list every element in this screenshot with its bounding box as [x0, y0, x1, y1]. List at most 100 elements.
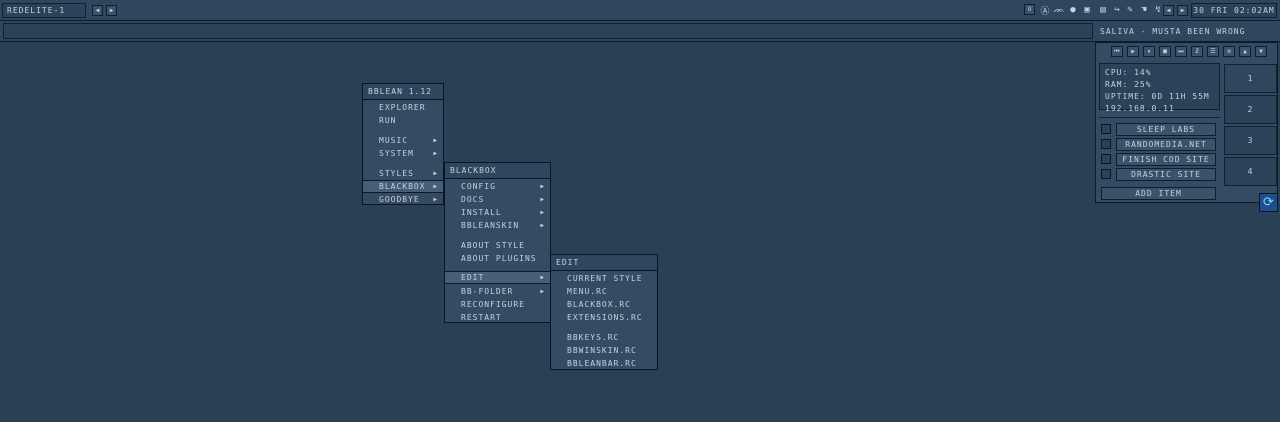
tray-monitor-icon[interactable]: ▤: [1100, 5, 1106, 15]
task-checkbox[interactable]: [1101, 139, 1111, 149]
task-item[interactable]: randomedia.net: [1116, 138, 1216, 151]
down-arrow-icon: ▼: [1259, 48, 1263, 55]
submenu-arrow-icon: ▶: [540, 196, 544, 203]
menu-item-extensions-rc[interactable]: extensions.rc: [567, 313, 643, 322]
menu-item-bb-folder[interactable]: BB-Folder▶: [445, 285, 550, 298]
menu-item-current-style[interactable]: Current Style: [567, 274, 643, 283]
menu-item-label: Edit: [461, 273, 485, 282]
menu-item-bbleanskin[interactable]: bbLeanSkin▶: [445, 219, 550, 232]
menu-item-blackbox[interactable]: Blackbox ▶: [363, 180, 443, 193]
task-checkbox[interactable]: [1101, 154, 1111, 164]
menu-item-label: Config: [461, 182, 496, 191]
shuffle-icon: ƶ: [1195, 48, 1199, 55]
menu-title: Edit: [551, 255, 657, 271]
gear-icon: ⚙: [1227, 48, 1231, 55]
menu-item-system[interactable]: System▶: [363, 147, 443, 160]
workspace-label[interactable]: RedElite-1: [2, 3, 86, 18]
task-checkbox[interactable]: [1101, 124, 1111, 134]
menu-title: bbLean 1.12: [363, 84, 443, 100]
task-item[interactable]: Finish COD site: [1116, 153, 1216, 166]
menu-item-restart[interactable]: Restart: [461, 313, 502, 322]
menu-item-config[interactable]: Config▶: [445, 180, 550, 193]
right-arrow-icon: ▶: [109, 7, 114, 14]
left-arrow-icon: ◀: [1166, 7, 1171, 14]
menu-item-edit[interactable]: Edit ▶: [445, 271, 550, 284]
refresh-icon[interactable]: ⟳: [1259, 193, 1278, 212]
menu-item-label: Music: [379, 136, 409, 145]
media-playlist-button[interactable]: ☰: [1207, 46, 1219, 57]
submenu-arrow-icon: ▶: [540, 222, 544, 229]
menu-item-bbkeys-rc[interactable]: bbkeys.rc: [567, 333, 620, 342]
workspace-2[interactable]: 2: [1224, 95, 1277, 124]
media-settings-button[interactable]: ⚙: [1223, 46, 1235, 57]
menu-item-install[interactable]: Install▶: [445, 206, 550, 219]
menu-item-label: Blackbox: [379, 182, 426, 191]
menu-item-reconfigure[interactable]: Reconfigure: [461, 300, 525, 309]
media-prev-icon: ⏮: [1114, 47, 1120, 55]
menu-item-bbwinskin-rc[interactable]: bbwinskin.rc: [567, 346, 637, 355]
volume-down-button[interactable]: ▼: [1255, 46, 1267, 57]
menu-item-menu-rc[interactable]: menu.rc: [567, 287, 608, 296]
menu-item-about-style[interactable]: About Style: [461, 241, 525, 250]
up-arrow-icon: ▲: [1243, 48, 1247, 55]
top-toolbar: RedElite-1 ◀ ▶ o Ⓐ ᨏ ● ▣ ▤ ↪ ✎ ☚ ↯ ◀ ▶ 3…: [0, 0, 1280, 21]
now-playing-label: Saliva - Musta Been Wrong: [1100, 26, 1246, 36]
submenu-arrow-icon: ▶: [433, 196, 437, 203]
system-monitor: CPU: 14% RAM: 25% Uptime: 0d 11h 55m 192…: [1099, 63, 1220, 113]
menu-item-run[interactable]: Run: [379, 116, 397, 125]
tray-arrow-icon[interactable]: ↯: [1155, 5, 1161, 15]
menu-title: Blackbox: [445, 163, 550, 179]
left-arrow-icon: ◀: [95, 7, 100, 14]
menu-item-about-plugins[interactable]: About Plugins: [461, 254, 537, 263]
menu-item-explorer[interactable]: Explorer: [379, 103, 426, 112]
tray-logo-icon[interactable]: Ⓐ: [1040, 6, 1050, 17]
submenu-arrow-icon: ▶: [433, 137, 437, 144]
tray-moon-icon[interactable]: ●: [1070, 5, 1076, 15]
submenu-arrow-icon: ▶: [433, 170, 437, 177]
media-stop-button[interactable]: ■: [1159, 46, 1171, 57]
add-item-button[interactable]: Add Item: [1101, 187, 1216, 200]
menu-item-blackbox-rc[interactable]: blackbox.rc: [567, 300, 631, 309]
submenu-arrow-icon: ▶: [540, 209, 544, 216]
tray-window-icon[interactable]: ▣: [1084, 5, 1090, 15]
task-checkbox[interactable]: [1101, 169, 1111, 179]
tray-pen-icon[interactable]: ✎: [1127, 5, 1133, 15]
menu-item-styles[interactable]: Styles▶: [363, 167, 443, 180]
clock[interactable]: 30 Fri 02:02am: [1191, 3, 1277, 18]
next-task-button[interactable]: ▶: [1177, 5, 1188, 16]
media-pause-icon: ⏸: [1147, 47, 1151, 55]
slit-panel: ⏮ ▶ ⏸ ■ ⏭ ƶ ☰ ⚙ ▲ ▼ CPU: 14% RAM: 25% Up…: [1095, 42, 1278, 203]
media-prev-button[interactable]: ⏮: [1111, 46, 1123, 57]
task-item[interactable]: Sleep Labs: [1116, 123, 1216, 136]
menu-item-bbleanbar-rc[interactable]: bbleanbar.rc: [567, 359, 637, 368]
ip-address: 192.168.0.11: [1105, 104, 1175, 113]
menu-item-music[interactable]: Music ▶: [363, 134, 443, 147]
prev-task-button[interactable]: ◀: [1163, 5, 1174, 16]
next-workspace-button[interactable]: ▶: [106, 5, 117, 16]
task-area[interactable]: [3, 23, 1093, 39]
playlist-icon: ☰: [1210, 48, 1216, 55]
workspace-4[interactable]: 4: [1224, 157, 1277, 186]
submenu-arrow-icon: ▶: [540, 274, 544, 281]
workspace-1[interactable]: 1: [1224, 64, 1277, 93]
media-play-button[interactable]: ▶: [1127, 46, 1139, 57]
task-item[interactable]: Drastic site: [1116, 168, 1216, 181]
tray-hatch-icon[interactable]: ᨏ: [1053, 5, 1065, 15]
media-stop-icon: ■: [1163, 48, 1167, 55]
submenu-arrow-icon: ▶: [433, 183, 437, 190]
menu-item-label: BB-Folder: [461, 287, 514, 296]
volume-up-button[interactable]: ▲: [1239, 46, 1251, 57]
workspace-3[interactable]: 3: [1224, 126, 1277, 155]
media-next-icon: ⏭: [1178, 47, 1184, 55]
media-pause-button[interactable]: ⏸: [1143, 46, 1155, 57]
tray-hand-icon[interactable]: ☚: [1141, 5, 1147, 15]
menu-item-docs[interactable]: Docs▶: [445, 193, 550, 206]
cpu-usage: CPU: 14%: [1105, 68, 1152, 77]
tray-circle-icon[interactable]: o: [1024, 4, 1035, 15]
prev-workspace-button[interactable]: ◀: [92, 5, 103, 16]
edit-submenu: Edit Current Style menu.rc blackbox.rc e…: [550, 254, 658, 370]
menu-item-goodbye[interactable]: Goodbye▶: [363, 193, 443, 206]
tray-hook-icon[interactable]: ↪: [1114, 5, 1120, 15]
media-shuffle-button[interactable]: ƶ: [1191, 46, 1203, 57]
media-next-button[interactable]: ⏭: [1175, 46, 1187, 57]
